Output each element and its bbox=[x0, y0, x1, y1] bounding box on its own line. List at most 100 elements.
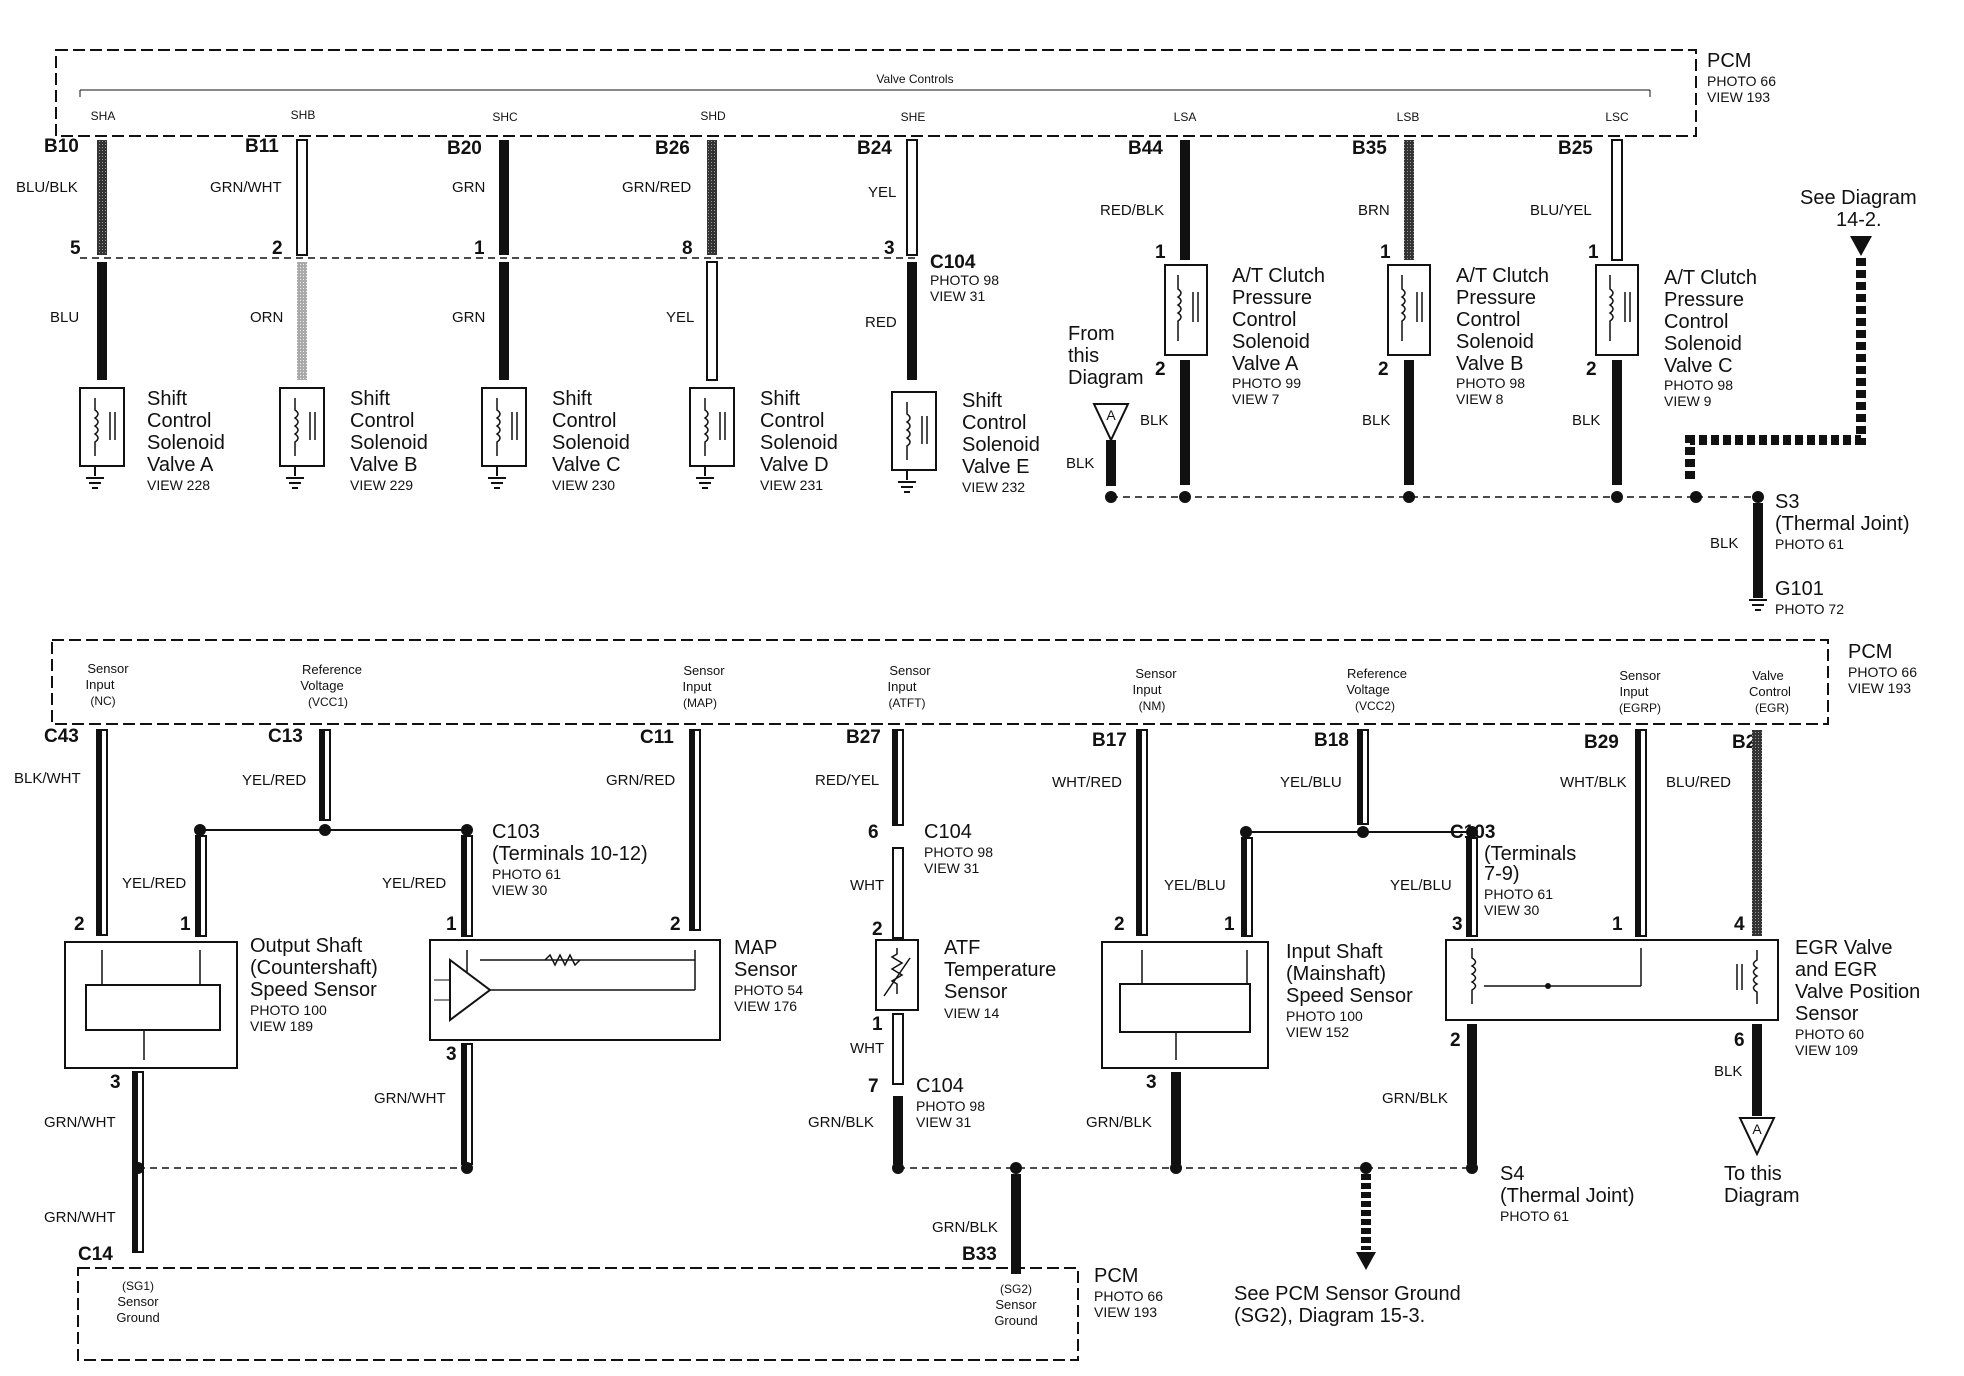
device-name-l4: Valve E bbox=[962, 456, 1029, 478]
pcm-pin: B10 bbox=[44, 136, 79, 157]
terminal-signal: LSB bbox=[1397, 110, 1420, 124]
sg1-l2: Sensor bbox=[117, 1294, 159, 1309]
g101-photo: PHOTO 72 bbox=[1775, 601, 1844, 617]
from-label-l1: From bbox=[1068, 323, 1115, 345]
map-sensor-view: VIEW 176 bbox=[734, 998, 797, 1014]
device-view: VIEW 231 bbox=[760, 477, 823, 493]
terminal-number: 3 bbox=[110, 1072, 121, 1093]
s4-photo: PHOTO 61 bbox=[1500, 1208, 1569, 1224]
c103a-photo: PHOTO 61 bbox=[492, 866, 561, 882]
terminal-number: 2 bbox=[1378, 359, 1389, 380]
svg-text:(VCC2): (VCC2) bbox=[1355, 699, 1395, 713]
pcm-mid-photo: PHOTO 66 bbox=[1848, 664, 1917, 680]
input-sensor-l3: Speed Sensor bbox=[1286, 985, 1413, 1007]
device-name-l2: Control bbox=[552, 410, 616, 432]
device-name-l4: Solenoid bbox=[1664, 333, 1742, 355]
device-name-l3: Solenoid bbox=[760, 432, 838, 454]
pin-b27: B27 bbox=[846, 727, 881, 748]
wire-color: RED/YEL bbox=[815, 772, 879, 789]
svg-text:Sensor: Sensor bbox=[1619, 668, 1661, 683]
wire-color: BLK bbox=[1714, 1063, 1742, 1080]
egr-l4: Sensor bbox=[1795, 1003, 1859, 1025]
svg-text:Control: Control bbox=[1749, 684, 1791, 699]
pin-b29: B29 bbox=[1584, 732, 1619, 753]
to-diagram-l2: Diagram bbox=[1724, 1185, 1800, 1207]
device-name-l3: Solenoid bbox=[350, 432, 428, 454]
terminal-number: 6 bbox=[1734, 1030, 1745, 1051]
wire-color: BRN bbox=[1358, 202, 1390, 219]
output-sensor-photo: PHOTO 100 bbox=[250, 1002, 327, 1018]
wire-color: WHT/RED bbox=[1052, 774, 1122, 791]
shift-solenoid-d-circuit: SHD B26 GRN/RED 8 YEL Shift Control Sole… bbox=[622, 109, 838, 493]
output-sensor-l1: Output Shaft bbox=[250, 935, 363, 957]
egr-l1: EGR Valve bbox=[1795, 937, 1892, 959]
svg-text:(NC): (NC) bbox=[90, 694, 115, 708]
input-sensor-l1: Input Shaft bbox=[1286, 941, 1383, 963]
map-sensor-photo: PHOTO 54 bbox=[734, 982, 803, 998]
svg-text:Sensor: Sensor bbox=[683, 663, 725, 678]
pin-b17: B17 bbox=[1092, 730, 1127, 751]
svg-text:Input: Input bbox=[683, 679, 712, 694]
device-name-l5: Valve A bbox=[1232, 353, 1299, 375]
device-name-l3: Solenoid bbox=[962, 434, 1040, 456]
terminal-number: 2 bbox=[1114, 914, 1125, 935]
from-diagram-flag: From this Diagram A BLK bbox=[1066, 323, 1144, 486]
see-sg2-l1: See PCM Sensor Ground bbox=[1234, 1283, 1461, 1305]
svg-text:(VCC1): (VCC1) bbox=[308, 695, 348, 709]
wire-color: YEL/RED bbox=[382, 875, 446, 892]
terminal-number: 3 bbox=[446, 1044, 457, 1065]
c103b-name: C103 bbox=[1450, 822, 1495, 843]
atf-sensor-l2: Temperature bbox=[944, 959, 1056, 981]
device-name-l3: Solenoid bbox=[147, 432, 225, 454]
c103b-terms2: 7-9) bbox=[1484, 863, 1520, 885]
c103a-view: VIEW 30 bbox=[492, 882, 547, 898]
device-name-l3: Solenoid bbox=[552, 432, 630, 454]
terminal-number: 2 bbox=[1586, 359, 1597, 380]
device-name-l2: Pressure bbox=[1664, 289, 1744, 311]
pin-b33: B33 bbox=[962, 1244, 997, 1265]
terminal-number: 3 bbox=[1452, 914, 1463, 935]
terminal-signal: LSC bbox=[1605, 110, 1629, 124]
svg-text:(ATFT): (ATFT) bbox=[888, 696, 925, 710]
device-name-l5: Valve C bbox=[1664, 355, 1733, 377]
s4-name: S4 bbox=[1500, 1163, 1524, 1185]
pin-c11: C11 bbox=[640, 727, 674, 748]
c104-terminal: 3 bbox=[884, 238, 895, 259]
svg-text:Input: Input bbox=[888, 679, 917, 694]
wire-color: GRN/WHT bbox=[210, 179, 282, 196]
device-name-l1: Shift bbox=[147, 388, 187, 410]
device-view: VIEW 8 bbox=[1456, 391, 1504, 407]
wire-color: YEL/RED bbox=[122, 875, 186, 892]
device-name-l4: Valve A bbox=[147, 454, 214, 476]
wire-color: GRN/BLK bbox=[932, 1219, 998, 1236]
wire-color: BLU/RED bbox=[1666, 774, 1731, 791]
sg2-l2: Sensor bbox=[995, 1297, 1037, 1312]
pcm-pin: B26 bbox=[655, 138, 690, 159]
wire-color: BLK bbox=[1362, 412, 1390, 429]
pcm-pin: B20 bbox=[447, 138, 482, 159]
device-view: VIEW 228 bbox=[147, 477, 210, 493]
terminal-number: 3 bbox=[1146, 1072, 1157, 1093]
wire-color: GRN/BLK bbox=[808, 1114, 874, 1131]
terminal-signal: SHA bbox=[91, 109, 116, 123]
device-name-l3: Control bbox=[1232, 309, 1296, 331]
device-view: VIEW 229 bbox=[350, 477, 413, 493]
shift-solenoid-a-circuit: SHA B10 BLU/BLK 5 BLU Shift Control Sole… bbox=[16, 109, 225, 493]
device-name-l2: Control bbox=[350, 410, 414, 432]
sg1-l1: (SG1) bbox=[122, 1279, 154, 1293]
terminal-signal: SHC bbox=[492, 110, 518, 124]
svg-text:Valve: Valve bbox=[1752, 668, 1784, 683]
terminal-signal: SHB bbox=[291, 108, 316, 122]
wire-color: GRN/BLK bbox=[1086, 1114, 1152, 1131]
map-sensor-l1: MAP bbox=[734, 937, 777, 959]
terminal-number: 1 bbox=[1612, 914, 1623, 935]
svg-text:Sensor: Sensor bbox=[889, 663, 931, 678]
device-photo: PHOTO 98 bbox=[1456, 375, 1525, 391]
terminal-number: 1 bbox=[1588, 242, 1599, 263]
see-diagram-14-2: See Diagram 14-2. bbox=[1685, 187, 1917, 480]
svg-text:Reference: Reference bbox=[1347, 666, 1407, 681]
c104-terminal: 2 bbox=[272, 238, 283, 259]
